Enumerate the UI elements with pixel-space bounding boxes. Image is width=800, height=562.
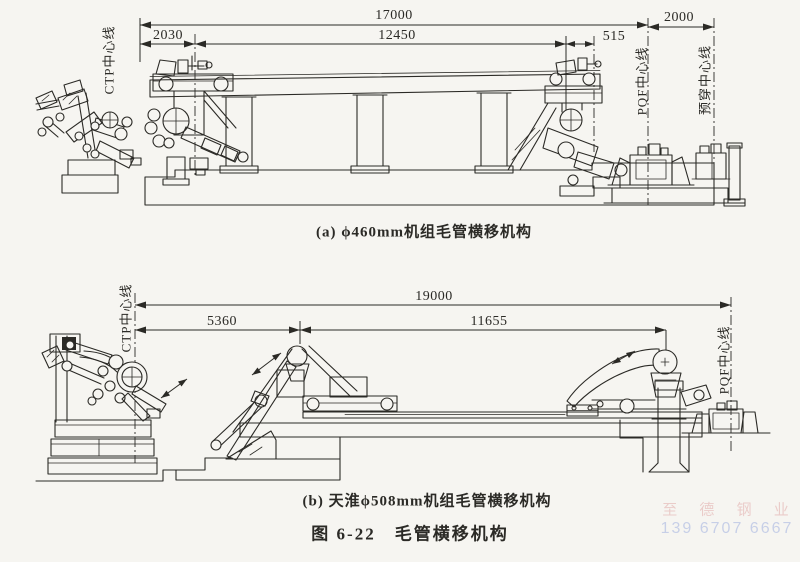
figure-caption: 图 6-22 毛管横移机构 [311, 524, 509, 544]
watermark-phone: 139 6707 6667 [660, 520, 794, 537]
dim-label-17000: 17000 [375, 8, 413, 23]
centerline-label-ctp-a: CTP中心线 [101, 25, 117, 95]
transfer-beam-a [149, 70, 601, 98]
swing-arm-b [566, 348, 771, 473]
support-columns-a [219, 92, 514, 174]
centerline-label-ctp-b: CTP中心线 [118, 283, 134, 353]
dim-label-12450: 12450 [378, 28, 416, 43]
dim-label-515: 515 [602, 29, 626, 44]
ground-equipment-a-right [603, 142, 746, 207]
dimension-2000-line [648, 23, 714, 31]
caption-diagram-a: (a) ϕ460mm机组毛管横移机构 [315, 224, 533, 241]
diagram-a-linework [35, 18, 746, 207]
pqf-machine-b [691, 400, 759, 434]
dim-label-2000: 2000 [664, 10, 694, 25]
tilting-mechanism-b [210, 345, 368, 461]
centerline-label-prepierce-a: 预穿中心线 [697, 44, 713, 116]
foundation-a [144, 162, 715, 206]
piercer-machine-a [35, 79, 142, 194]
dimension-19000-line [135, 301, 731, 309]
dimension-11655-line [300, 326, 666, 334]
piercer-machine-b [35, 333, 233, 482]
dimension-515-line [566, 41, 594, 47]
dim-label-11655: 11655 [470, 314, 508, 329]
centerline-label-pqf-b: PQF中心线 [716, 325, 732, 395]
transfer-carriage-a-left [144, 55, 249, 186]
caption-diagram-b: (b) 天淮ϕ508mm机组毛管横移机构 [302, 493, 552, 510]
watermark-company: 至 德 钢 业 [662, 501, 798, 519]
dim-label-19000: 19000 [415, 289, 453, 304]
dimension-17000-line [140, 21, 648, 29]
motion-arrows-b [160, 350, 636, 399]
dim-label-2030: 2030 [153, 28, 183, 43]
diagram-b-linework [35, 293, 771, 482]
transfer-carriage-a-right [507, 57, 628, 197]
dimension-2030-line [140, 40, 195, 48]
centerline-label-pqf-a: PQF中心线 [634, 46, 650, 116]
dim-label-5360: 5360 [207, 314, 237, 329]
dimension-5360-line [135, 326, 300, 334]
dimension-12450-line [195, 40, 566, 48]
transfer-table-b [175, 395, 703, 481]
